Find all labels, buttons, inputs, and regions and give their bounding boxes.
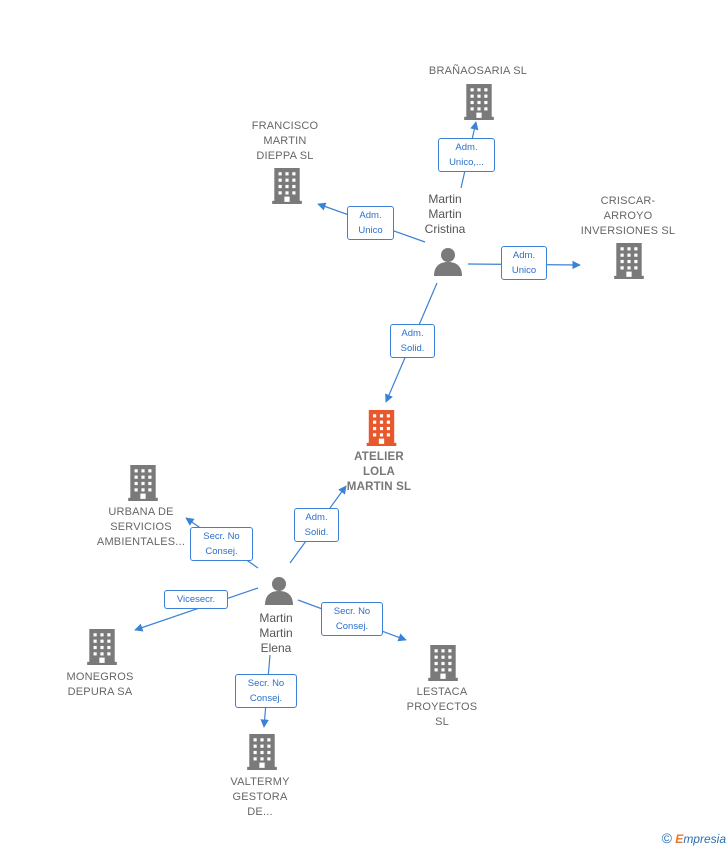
company-building-icon[interactable] (428, 645, 458, 681)
edge-label-elena-atelier: Adm. Solid. (294, 508, 339, 542)
company-building-icon[interactable] (464, 84, 494, 120)
company-label-monegros[interactable]: MONEGROS DEPURA SA (66, 671, 134, 698)
company-label-lestaca[interactable]: LESTACA PROYECTOS SL (406, 686, 478, 728)
focus-company-building-icon[interactable] (366, 410, 397, 446)
person-label-elena[interactable]: Martin Martin Elena (259, 611, 293, 655)
company-label-urbana[interactable]: URBANA DE SERVICIOS AMBIENTALES... (96, 506, 186, 548)
edge-label-cristina-francisco: Adm. Unico (347, 206, 394, 240)
edge-label-elena-monegros: Vicesecr. (164, 590, 228, 609)
company-building-icon[interactable] (247, 734, 277, 770)
company-label-branaosaria[interactable]: BRAÑAOSARIA SL (428, 65, 528, 77)
person-icon[interactable] (433, 246, 463, 276)
brand-logo-text: mpresia (683, 832, 726, 846)
company-building-icon[interactable] (128, 465, 158, 501)
brand-logo-initial: E (675, 832, 684, 846)
company-building-icon[interactable] (614, 243, 644, 279)
edge-line-elena-monegros (134, 587, 259, 632)
edge-label-elena-lestaca: Secr. No Consej. (321, 602, 383, 636)
person-label-cristina[interactable]: Martin Martin Cristina (424, 192, 466, 236)
company-label-criscar[interactable]: CRISCAR- ARROYO INVERSIONES SL (580, 195, 676, 237)
edge-label-cristina-atelier: Adm. Solid. (390, 324, 435, 358)
edge-label-elena-urbana: Secr. No Consej. (190, 527, 253, 561)
edge-label-cristina-criscar: Adm. Unico (501, 246, 547, 280)
copyright-icon: © (661, 830, 672, 846)
edge-label-elena-valtermy: Secr. No Consej. (235, 674, 297, 708)
edge-label-cristina-branaosaria: Adm. Unico,... (438, 138, 495, 172)
company-building-icon[interactable] (272, 168, 302, 204)
focus-company-label[interactable]: ATELIER LOLA MARTIN SL (346, 451, 412, 493)
brand-footer: © Empresia (662, 830, 726, 846)
person-icon[interactable] (264, 575, 294, 605)
company-label-francisco[interactable]: FRANCISCO MARTIN DIEPPA SL (251, 120, 319, 162)
company-label-valtermy[interactable]: VALTERMY GESTORA DE... (230, 776, 290, 818)
company-building-icon[interactable] (87, 629, 117, 665)
